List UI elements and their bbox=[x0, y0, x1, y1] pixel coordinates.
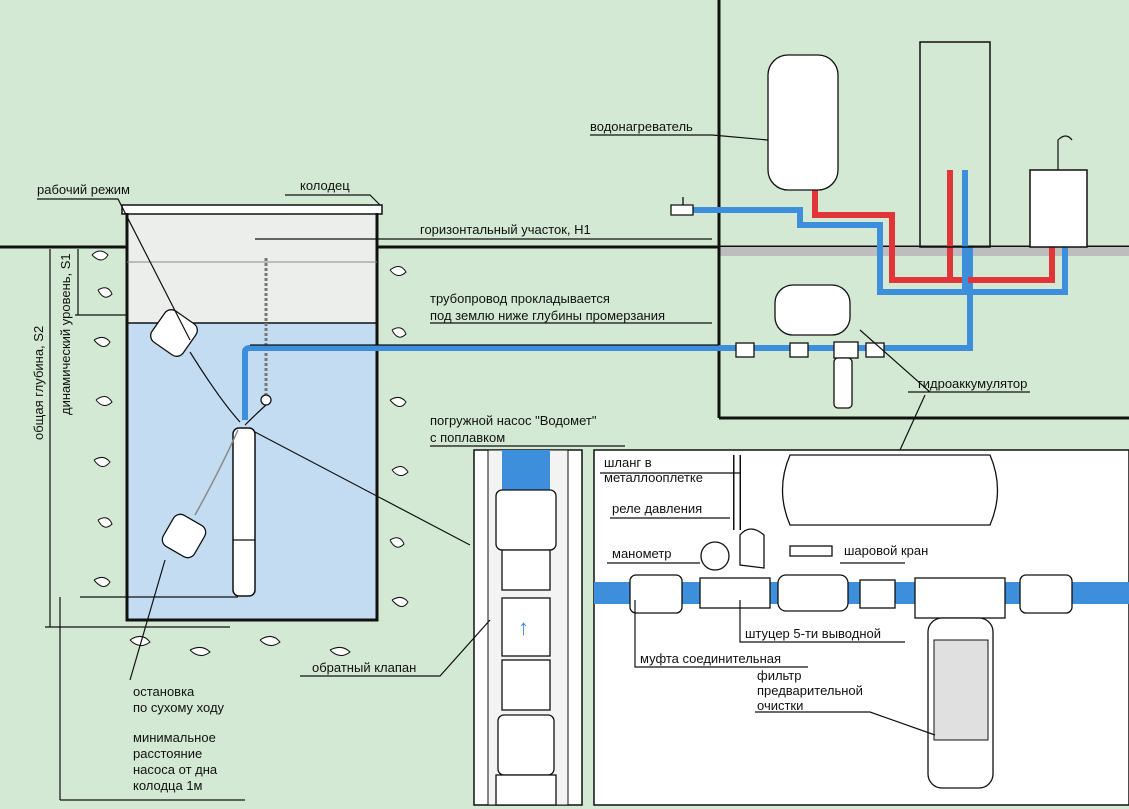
label-pump-2: с поплавком bbox=[430, 430, 505, 445]
label-accumulator: гидроаккумулятор bbox=[918, 376, 1027, 391]
supply-pipe bbox=[242, 247, 973, 420]
label-min-dist-2: расстояние bbox=[133, 746, 202, 761]
label-filter-2: предварительной bbox=[757, 683, 863, 698]
label-working-mode: рабочий режим bbox=[37, 182, 130, 197]
shower-cabin bbox=[919, 41, 991, 248]
label-manometer: манометр bbox=[612, 546, 672, 561]
pressure-switch bbox=[739, 528, 765, 569]
sink bbox=[1029, 169, 1088, 248]
label-filter-3: очистки bbox=[757, 698, 803, 713]
label-filter-1: фильтр bbox=[757, 668, 801, 683]
manometer-gauge bbox=[700, 541, 730, 571]
label-well: колодец bbox=[300, 178, 350, 193]
dimensions bbox=[45, 238, 712, 628]
label-horizontal-section: горизонтальный участок, Н1 bbox=[420, 222, 591, 237]
label-pump-1: погружной насос "Водомет" bbox=[430, 413, 597, 428]
label-water-heater: водонагреватель bbox=[590, 119, 693, 134]
label-pressure-switch: реле давления bbox=[612, 501, 702, 516]
label-ball-valve: шаровой кран bbox=[844, 543, 928, 558]
label-check-valve: обратный клапан bbox=[312, 660, 416, 675]
label-fitting: штуцер 5-ти выводной bbox=[745, 626, 881, 641]
label-dynamic-level: динамический уровень, S1 bbox=[58, 253, 73, 415]
label-coupling: муфта соединительная bbox=[640, 651, 781, 666]
label-min-dist-1: минимальное bbox=[133, 730, 216, 745]
label-min-dist-3: насоса от дна bbox=[133, 762, 218, 777]
arrow-up-icon: ↑ bbox=[518, 615, 529, 640]
ball-valve bbox=[777, 574, 849, 612]
label-hose-2: металлооплетке bbox=[604, 470, 703, 485]
check-valve bbox=[501, 597, 551, 657]
label-total-depth: общая глубина, S2 bbox=[31, 326, 46, 440]
label-pipeline-2: под землю ниже глубины промерзания bbox=[430, 308, 665, 323]
accumulator-detail bbox=[594, 454, 1129, 789]
water-heater bbox=[767, 54, 839, 191]
label-dry-run-2: по сухому ходу bbox=[133, 700, 225, 715]
floor-hatch bbox=[720, 247, 1129, 256]
float-switch-working bbox=[150, 309, 241, 423]
well-lid bbox=[121, 204, 383, 215]
submersible-pump bbox=[232, 258, 272, 597]
leader-lines bbox=[37, 134, 1030, 801]
outdoor-tap-icon bbox=[670, 197, 694, 216]
faucet-icon bbox=[1057, 135, 1073, 170]
float-switch-dry-run bbox=[161, 429, 239, 559]
filter-small bbox=[833, 357, 853, 409]
label-min-dist-4: колодца 1м bbox=[133, 778, 203, 793]
accumulator-small bbox=[735, 284, 885, 409]
label-dry-run-1: остановка bbox=[133, 684, 195, 699]
house-plumbing bbox=[670, 41, 1088, 295]
gravel bbox=[91, 250, 409, 656]
label-pipeline-1: трубопровод прокладывается bbox=[430, 291, 610, 306]
label-hose-1: шланг в bbox=[604, 455, 652, 470]
